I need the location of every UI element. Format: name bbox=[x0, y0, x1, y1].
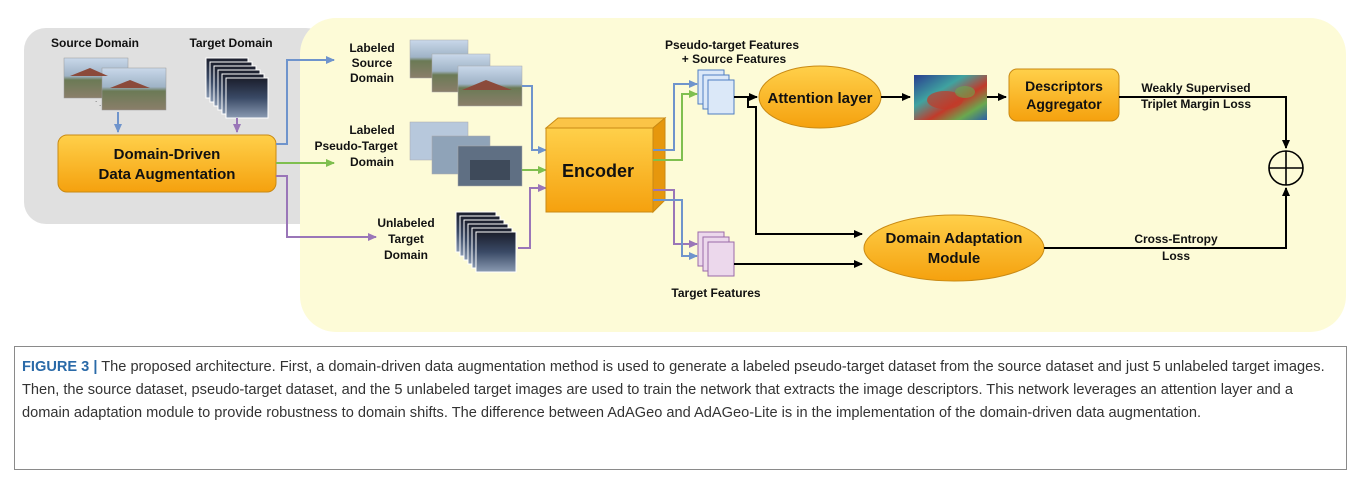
attention-heatmap-image bbox=[914, 75, 987, 120]
labeled-source-label-3: Domain bbox=[350, 71, 394, 85]
encoder-blue-to-features-arrow bbox=[653, 80, 698, 151]
unlabeled-target-to-encoder-arrow bbox=[518, 184, 547, 249]
triplet-loss-label-2: Triplet Margin Loss bbox=[1141, 97, 1251, 111]
target-domain-images bbox=[205, 57, 269, 119]
labeled-pseudo-label-2: Pseudo-Target bbox=[314, 139, 397, 153]
unlabeled-target-label-2: Target bbox=[388, 232, 424, 246]
data-augmentation-box bbox=[57, 134, 277, 193]
descriptors-aggregator-box bbox=[1008, 68, 1120, 122]
aggregator-to-sum-line bbox=[1119, 96, 1290, 149]
cross-entropy-label-2: Loss bbox=[1162, 249, 1190, 263]
labeled-source-label-1: Labeled bbox=[349, 41, 394, 55]
labeled-pseudo-label-1: Labeled bbox=[349, 123, 394, 137]
encoder-green-to-features-arrow bbox=[653, 90, 698, 161]
svg-text:.: . bbox=[99, 99, 101, 108]
domain-adaptation-node bbox=[863, 214, 1045, 282]
aggregator-label-line2: Aggregator bbox=[1026, 96, 1102, 112]
labeled-source-to-encoder-arrow bbox=[522, 85, 547, 154]
labeled-source-label-2: Source bbox=[352, 56, 393, 70]
domain-adaptation-to-sum-line bbox=[1044, 187, 1290, 249]
augmentation-to-unlabeled-target-arrow bbox=[276, 175, 377, 241]
source-domain-label: Source Domain bbox=[51, 36, 139, 50]
unlabeled-target-label-3: Domain bbox=[384, 248, 428, 262]
source-features-stack bbox=[697, 69, 735, 115]
target-domain-label: Target Domain bbox=[189, 36, 272, 50]
architecture-diagram: Source Domain Target Domain . . Domain-D… bbox=[24, 18, 1346, 332]
unlabeled-target-images bbox=[455, 211, 517, 273]
augmentation-label-line2: Data Augmentation bbox=[99, 166, 236, 183]
encoder-block bbox=[544, 116, 667, 214]
pseudo-features-label-1: Pseudo-target Features bbox=[665, 38, 799, 52]
cross-entropy-label-1: Cross-Entropy bbox=[1134, 232, 1218, 246]
labeled-pseudo-target-images bbox=[409, 121, 523, 187]
encoder-label: Encoder bbox=[562, 161, 634, 181]
features-to-domain-adaptation-arrow bbox=[747, 97, 863, 238]
augmentation-to-labeled-source-arrow bbox=[276, 56, 335, 145]
figure-caption: FIGURE 3 | The proposed architecture. Fi… bbox=[22, 356, 1334, 425]
pseudo-features-label-2: + Source Features bbox=[682, 52, 787, 66]
augmentation-label-line1: Domain-Driven bbox=[114, 146, 221, 163]
figure-caption-box: FIGURE 3 | The proposed architecture. Fi… bbox=[14, 346, 1347, 470]
encoder-blue-to-target-features-arrow bbox=[653, 199, 698, 260]
labeled-pseudo-label-3: Domain bbox=[350, 155, 394, 169]
aggregator-label-line1: Descriptors bbox=[1025, 78, 1103, 94]
figure-label: FIGURE 3 | bbox=[22, 359, 98, 375]
domain-adaptation-label-line1: Domain Adaptation bbox=[886, 230, 1023, 247]
labeled-source-images bbox=[409, 39, 523, 107]
augmentation-panel bbox=[24, 28, 328, 224]
source-domain-images: . . bbox=[63, 57, 167, 111]
figure-caption-text: The proposed architecture. First, a doma… bbox=[22, 359, 1325, 421]
target-features-label: Target Features bbox=[671, 286, 760, 300]
attention-layer-label: Attention layer bbox=[767, 90, 872, 107]
sum-node bbox=[1268, 150, 1304, 186]
unlabeled-target-label-1: Unlabeled bbox=[377, 216, 434, 230]
domain-adaptation-label-line2: Module bbox=[928, 250, 981, 267]
triplet-loss-label-1: Weakly Supervised bbox=[1141, 81, 1250, 95]
target-features-stack bbox=[697, 231, 735, 277]
svg-text:.: . bbox=[95, 95, 97, 104]
encoder-purple-to-target-features-arrow bbox=[653, 189, 698, 248]
